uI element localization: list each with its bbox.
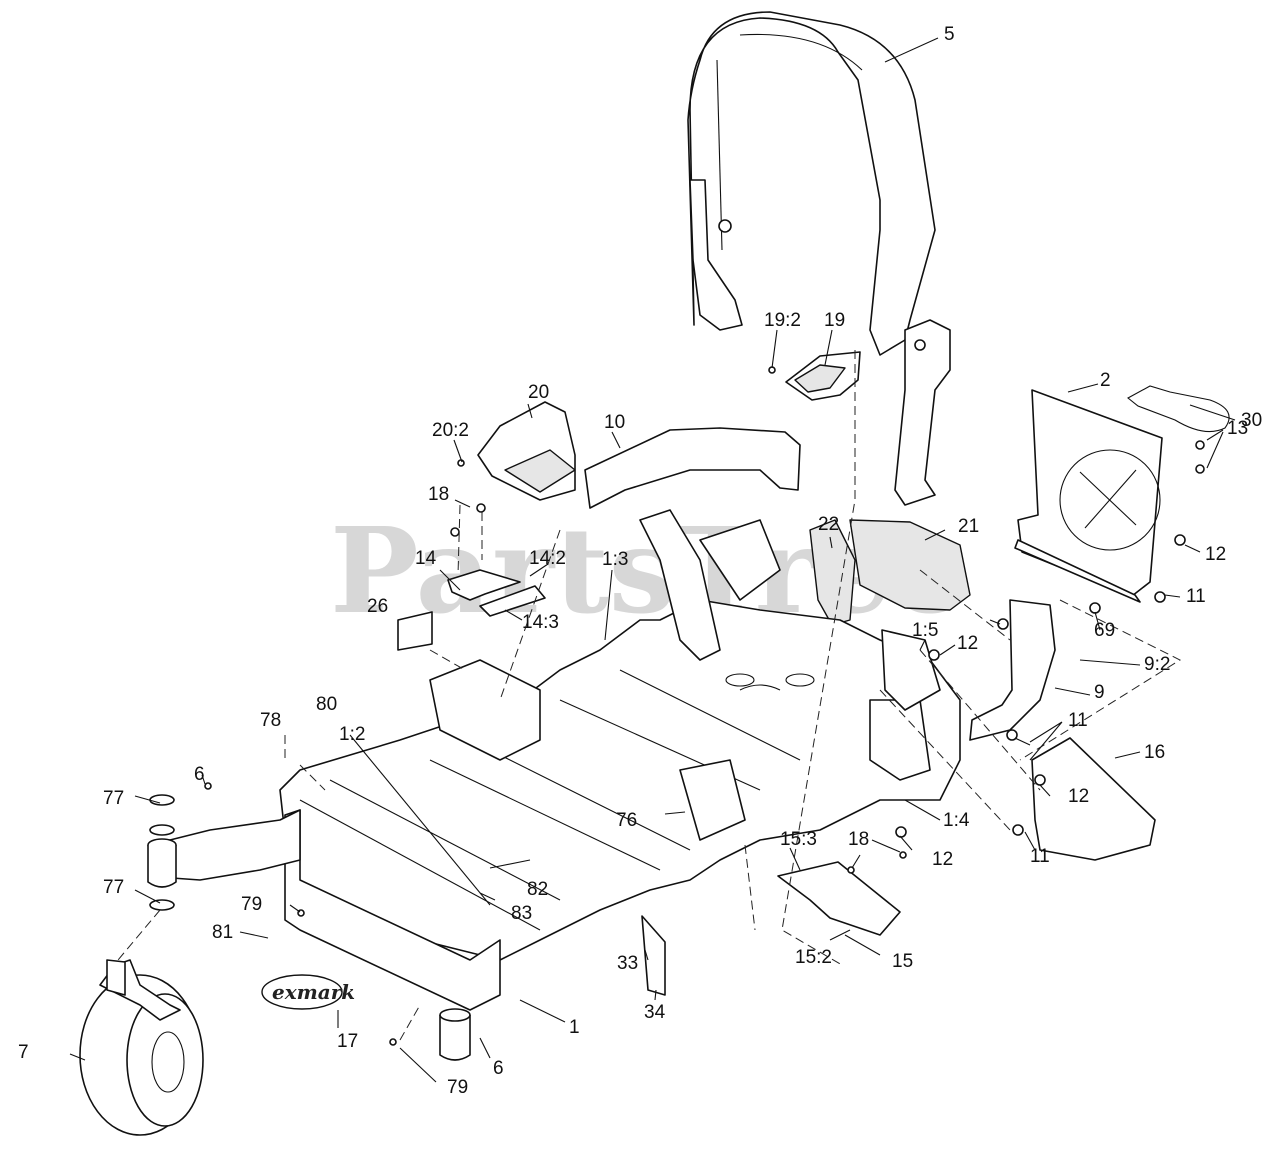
callout-1-2: 1:2 — [339, 724, 365, 745]
callout-9: 9 — [1094, 682, 1105, 703]
callout-14: 14 — [415, 548, 437, 569]
callout-18-top: 18 — [428, 484, 449, 505]
callout-34: 34 — [644, 1002, 666, 1023]
front-axle — [147, 794, 501, 1061]
bracket-33-34 — [641, 915, 666, 996]
callout-20: 20 — [528, 382, 549, 403]
callout-77-bottom: 77 — [103, 877, 124, 898]
callout-81: 81 — [212, 922, 233, 943]
callout-5: 5 — [944, 24, 955, 45]
callout-76: 76 — [616, 810, 637, 831]
callout-69: 69 — [1094, 620, 1115, 641]
callout-16: 16 — [1144, 742, 1165, 763]
callout-15-3: 15:3 — [780, 829, 817, 850]
callout-15-2: 15:2 — [795, 947, 832, 968]
callout-22: 22 — [818, 514, 839, 535]
callout-20-2: 20:2 — [432, 420, 469, 441]
decal-26 — [397, 611, 433, 651]
callout-77-top: 77 — [103, 788, 124, 809]
callout-10: 10 — [604, 412, 625, 433]
rops-roll-bar — [687, 11, 951, 506]
callout-7: 7 — [18, 1042, 29, 1063]
callout-1-3: 1:3 — [602, 549, 628, 570]
callout-12-right: 12 — [1205, 544, 1226, 565]
callout-79-top: 79 — [241, 894, 262, 915]
callout-33: 33 — [617, 953, 638, 974]
callout-21: 21 — [958, 516, 979, 537]
callout-26: 26 — [367, 596, 388, 617]
callout-1-5: 1:5 — [912, 620, 938, 641]
callout-1: 1 — [569, 1017, 580, 1038]
callout-6-bottom: 6 — [493, 1058, 504, 1079]
leader-lines — [69, 37, 1236, 1083]
plate-15 — [777, 861, 901, 936]
callout-14-3: 14:3 — [522, 612, 559, 633]
callout-11-right: 11 — [1186, 586, 1206, 607]
callout-18-bottom: 18 — [848, 829, 869, 850]
main-frame-1 — [279, 509, 961, 961]
plate-14 — [447, 569, 546, 617]
callout-19-2: 19:2 — [764, 310, 801, 331]
callout-13: 13 — [1227, 418, 1248, 439]
callout-9-2: 9:2 — [1144, 654, 1170, 675]
callout-6-top: 6 — [194, 764, 205, 785]
exmark-logo-decal: exmark — [261, 974, 355, 1010]
step-plate-20 — [477, 401, 576, 501]
callout-12-bottom: 12 — [932, 849, 953, 870]
assembly-lines — [117, 350, 1182, 1041]
callout-17: 17 — [337, 1031, 358, 1052]
callout-labels: 5 19:2 19 2 30 13 20 10 20:2 18 22 21 12… — [18, 24, 1262, 1098]
callout-11-mid: 11 — [1068, 710, 1088, 731]
panel-10 — [584, 427, 801, 509]
cover-9 — [969, 599, 1056, 741]
part-30-shape — [1127, 385, 1230, 433]
caster-wheel-7 — [79, 959, 204, 1136]
callout-78: 78 — [260, 710, 281, 731]
callout-11-lower: 11 — [1030, 846, 1050, 867]
callout-12-mid: 12 — [957, 633, 978, 654]
cover-21 — [849, 519, 971, 611]
callout-15: 15 — [892, 951, 913, 972]
callout-30: 30 — [1241, 410, 1262, 431]
exmark-logo-text: exmark — [272, 980, 355, 1004]
callout-80: 80 — [316, 694, 337, 715]
rear-plate-2 — [1014, 389, 1163, 603]
cover-22 — [809, 519, 856, 626]
step-plate-19 — [785, 351, 861, 401]
callout-79-bottom: 79 — [447, 1077, 468, 1098]
callout-1-4: 1:4 — [943, 810, 970, 831]
callout-2: 2 — [1100, 370, 1111, 391]
callout-14-2: 14:2 — [529, 548, 566, 569]
callout-19: 19 — [824, 310, 845, 331]
callout-83: 83 — [511, 903, 532, 924]
cover-16 — [1031, 737, 1156, 861]
callout-82: 82 — [527, 879, 548, 900]
callout-12-lower: 12 — [1068, 786, 1089, 807]
